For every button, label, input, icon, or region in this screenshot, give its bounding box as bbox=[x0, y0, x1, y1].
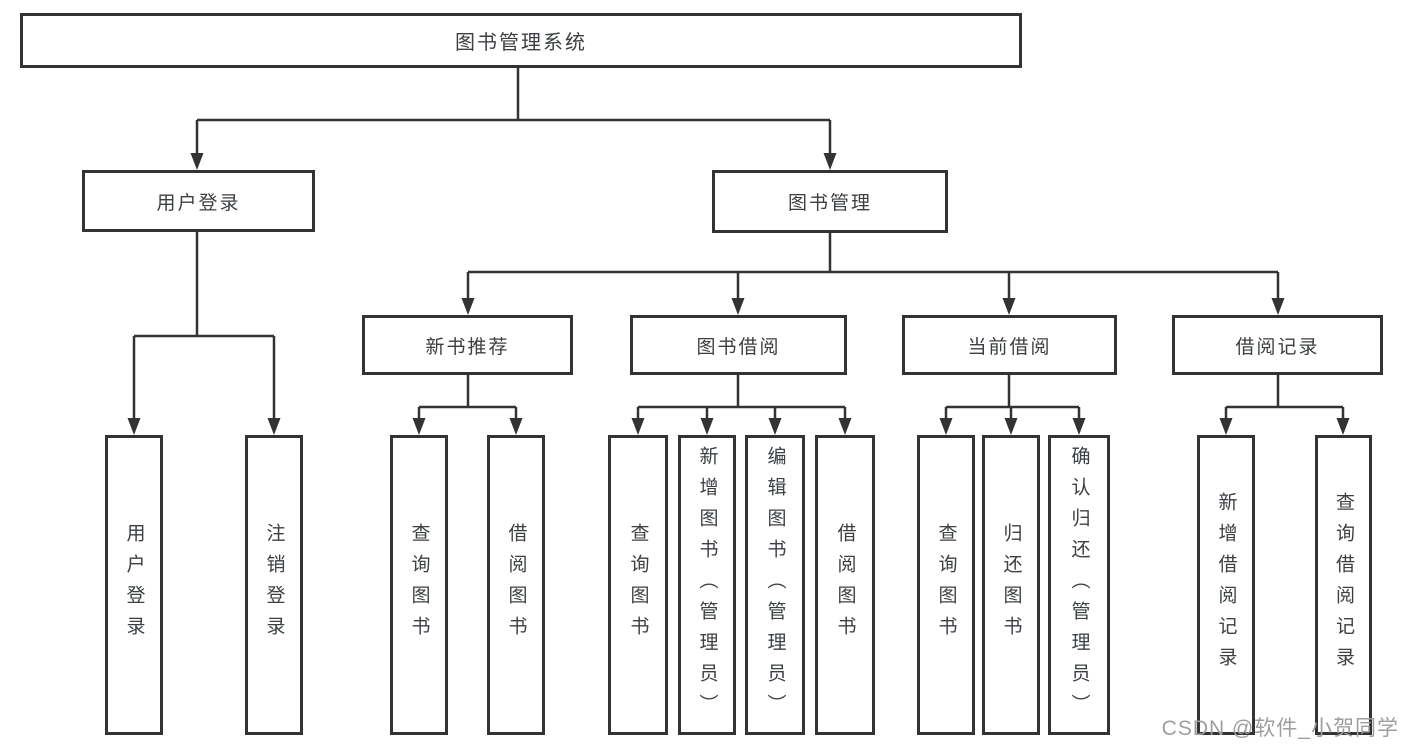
leaf-add-books-admin: 新增图书（管理员） bbox=[678, 435, 736, 735]
leaf-query-borrow-record: 查询借阅记录 bbox=[1315, 435, 1372, 735]
node-new-book-recommendation: 新书推荐 bbox=[362, 315, 573, 375]
leaf-user-login: 用户登录 bbox=[105, 435, 163, 735]
node-book-borrowing: 图书借阅 bbox=[630, 315, 847, 375]
leaf-label: 查询图书 bbox=[935, 523, 957, 647]
leaf-query-books-current: 查询图书 bbox=[917, 435, 975, 735]
node-borrow-records: 借阅记录 bbox=[1172, 315, 1383, 375]
leaf-label: 用户登录 bbox=[123, 523, 145, 647]
leaf-query-books-recommendation: 查询图书 bbox=[390, 435, 448, 735]
leaf-label: 查询借阅记录 bbox=[1333, 492, 1354, 678]
leaf-label: 查询图书 bbox=[408, 523, 430, 647]
leaf-label: 借阅图书 bbox=[505, 523, 527, 647]
node-library-management-system: 图书管理系统 bbox=[20, 13, 1022, 68]
leaf-label: 注销登录 bbox=[263, 523, 285, 647]
leaf-label: 确认归还（管理员） bbox=[1068, 445, 1090, 725]
leaf-borrow-books-recommendation: 借阅图书 bbox=[487, 435, 545, 735]
leaf-label: 查询图书 bbox=[627, 523, 649, 647]
leaf-confirm-return-admin: 确认归还（管理员） bbox=[1048, 435, 1110, 735]
node-label: 借阅记录 bbox=[1235, 336, 1320, 358]
node-label: 图书管理系统 bbox=[455, 32, 587, 54]
node-current-borrowing: 当前借阅 bbox=[902, 315, 1117, 375]
leaf-return-books: 归还图书 bbox=[982, 435, 1040, 735]
leaf-logout-login: 注销登录 bbox=[245, 435, 303, 735]
node-label: 图书管理 bbox=[787, 193, 872, 214]
leaf-label: 借阅图书 bbox=[834, 523, 856, 647]
leaf-borrow-books-borrowing: 借阅图书 bbox=[815, 435, 875, 735]
leaf-label: 新增图书（管理员） bbox=[696, 445, 718, 725]
node-label: 新书推荐 bbox=[425, 336, 510, 358]
node-label: 当前借阅 bbox=[967, 336, 1052, 358]
watermark-csdn: CSDN @软件_小贺同学 bbox=[1161, 717, 1399, 740]
node-book-management: 图书管理 bbox=[712, 170, 948, 233]
leaf-add-borrow-record: 新增借阅记录 bbox=[1197, 435, 1255, 735]
node-label: 图书借阅 bbox=[696, 336, 781, 358]
leaf-query-books-borrowing: 查询图书 bbox=[608, 435, 668, 735]
node-label: 用户登录 bbox=[156, 192, 241, 214]
leaf-label: 归还图书 bbox=[1000, 523, 1022, 647]
leaf-label: 编辑图书（管理员） bbox=[764, 445, 786, 725]
leaf-edit-books-admin: 编辑图书（管理员） bbox=[745, 435, 805, 735]
node-user-login: 用户登录 bbox=[82, 170, 315, 232]
leaf-label: 新增借阅记录 bbox=[1215, 492, 1237, 678]
